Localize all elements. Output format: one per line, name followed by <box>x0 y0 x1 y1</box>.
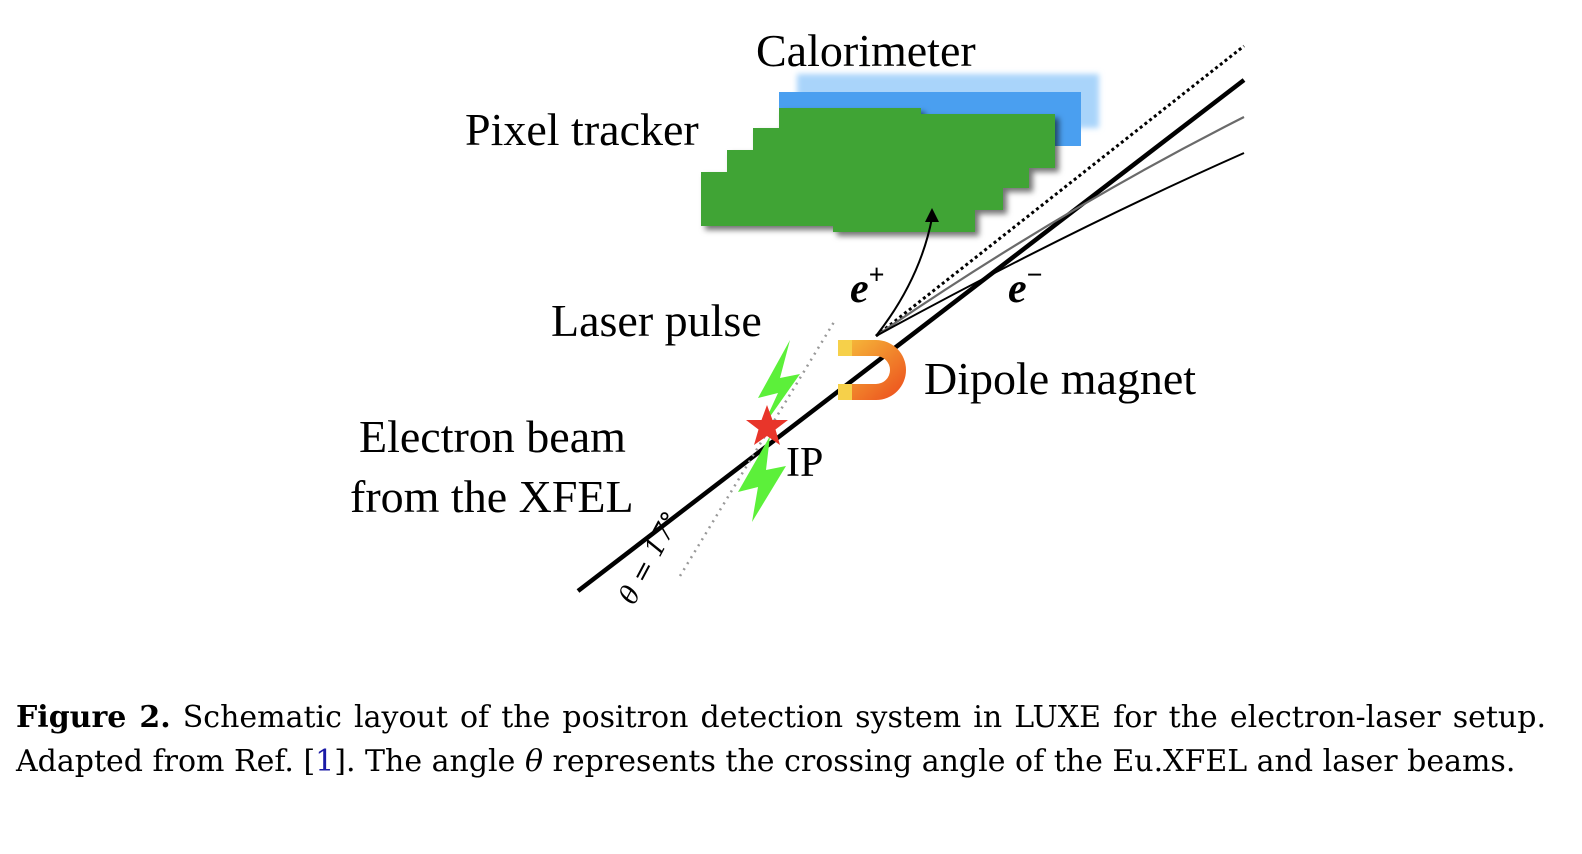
laser-pulse-label: Laser pulse <box>551 295 762 346</box>
electron-beam-label-line2: from the XFEL <box>350 471 634 522</box>
positron-label: e+ <box>850 260 885 312</box>
ip-label: IP <box>786 440 823 486</box>
electron-beam-label-line1: Electron beam <box>359 411 626 462</box>
electron-track <box>875 152 1245 337</box>
laser-pulse-bolts <box>738 340 800 522</box>
electron-beam-line <box>576 78 1246 593</box>
caption-text-2: ]. The angle <box>334 744 525 779</box>
caption-text-3: represents the crossing angle of the Eu.… <box>543 744 1516 779</box>
ip-star <box>746 405 788 445</box>
positron-sup: + <box>869 260 885 291</box>
caption-text-1: Schematic layout of the positron detecti… <box>16 700 1546 779</box>
luxe-schematic-figure: Calorimeter Pixel tracker Laser pulse Di… <box>350 25 1246 609</box>
laser-axis-dotted <box>678 321 836 577</box>
positron-arrowhead <box>925 208 939 222</box>
positron-track <box>875 217 933 337</box>
calorimeter-label: Calorimeter <box>756 25 976 76</box>
reference-link[interactable]: 1 <box>315 744 335 779</box>
pixel-tracker <box>701 108 1055 232</box>
electron-track-grey <box>875 116 1245 337</box>
laser-bolt-lower <box>738 436 786 522</box>
tracker-layer <box>833 178 975 232</box>
caption-figure-label: Figure 2. <box>16 700 171 735</box>
electron-sup: − <box>1027 260 1043 291</box>
electron-label: e− <box>1008 260 1043 312</box>
beam-lines <box>576 44 1246 593</box>
laser-bolt-upper <box>758 340 800 428</box>
pixel-tracker-label: Pixel tracker <box>465 104 699 155</box>
photon-dotted-line <box>875 44 1245 338</box>
caption-theta-symbol: θ <box>524 744 544 779</box>
tracker-layer <box>701 172 843 226</box>
dipole-magnet-label: Dipole magnet <box>924 353 1196 404</box>
angle-label: θ = 17° <box>614 507 687 609</box>
figure-caption: Figure 2. Schematic layout of the positr… <box>16 696 1546 784</box>
dipole-magnet <box>838 340 906 400</box>
